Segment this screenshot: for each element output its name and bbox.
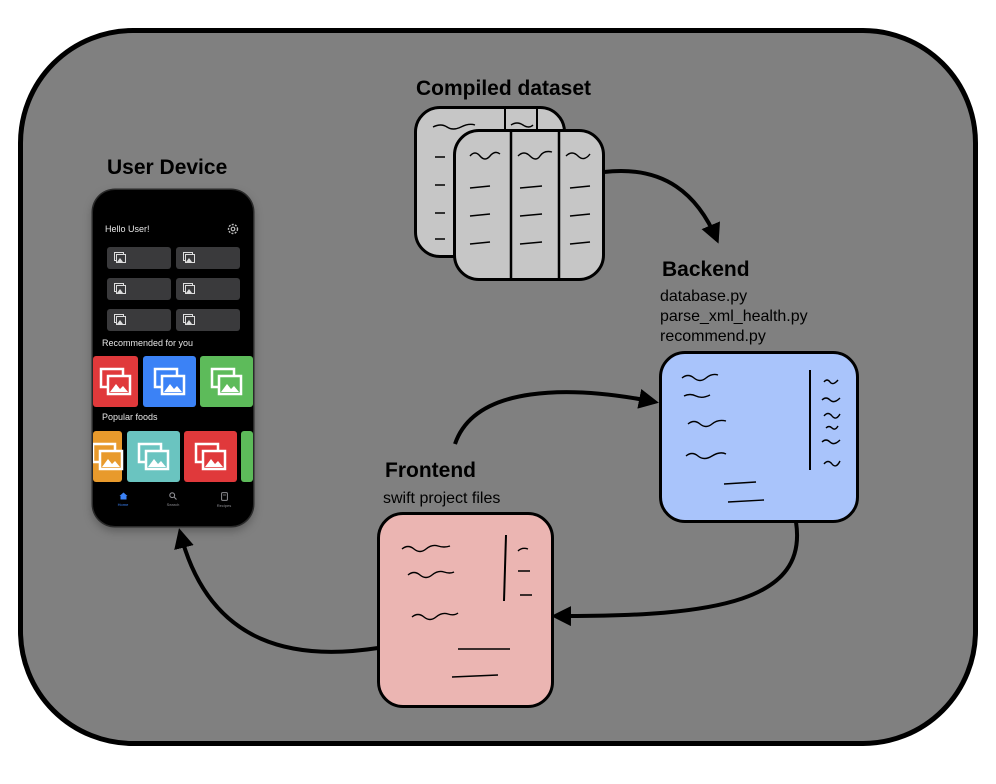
photo-icon bbox=[183, 314, 195, 325]
arrow-dataset-to-backend bbox=[603, 169, 720, 244]
photo-icon bbox=[93, 442, 123, 470]
tab-search-label: Search bbox=[166, 502, 180, 507]
gear-icon[interactable] bbox=[226, 222, 240, 236]
tab-home-label: Home bbox=[117, 502, 129, 507]
arrow-backend-to-frontend bbox=[551, 521, 800, 627]
backend-file-recommend: recommend.py bbox=[660, 328, 766, 345]
favorite-tile[interactable] bbox=[176, 278, 240, 300]
photo-icon bbox=[114, 252, 126, 263]
section-popular-title: Popular foods bbox=[102, 412, 158, 422]
recommended-card[interactable] bbox=[200, 356, 253, 407]
favorite-tile[interactable] bbox=[107, 309, 171, 331]
photo-icon bbox=[153, 367, 185, 395]
recommended-card[interactable] bbox=[143, 356, 196, 407]
favorite-tile[interactable] bbox=[107, 247, 171, 269]
photo-icon bbox=[194, 442, 226, 470]
tab-recipes[interactable]: Recipes bbox=[204, 492, 244, 508]
photo-icon bbox=[183, 283, 195, 294]
favorite-tile[interactable] bbox=[176, 309, 240, 331]
popular-card[interactable] bbox=[93, 431, 123, 482]
tab-home[interactable]: Home bbox=[103, 492, 143, 507]
arrow-frontend-to-backend bbox=[453, 389, 659, 445]
search-icon bbox=[169, 492, 177, 500]
tab-recipes-label: Recipes bbox=[216, 503, 232, 508]
user-device-phone: Hello User! Recommended for you Popular … bbox=[93, 190, 253, 526]
photo-icon bbox=[183, 252, 195, 263]
section-recommended-title: Recommended for you bbox=[102, 338, 194, 348]
photo-icon bbox=[114, 314, 126, 325]
favorite-tile[interactable] bbox=[107, 278, 171, 300]
dataset-sheet-front bbox=[453, 129, 605, 281]
compiled-dataset-title: Compiled dataset bbox=[416, 77, 592, 100]
backend-card bbox=[659, 351, 859, 523]
photo-icon bbox=[210, 367, 242, 395]
frontend-title: Frontend bbox=[385, 459, 476, 482]
photo-icon bbox=[99, 367, 131, 395]
house-icon bbox=[119, 492, 127, 500]
backend-title: Backend bbox=[662, 258, 750, 281]
arrow-frontend-to-device bbox=[174, 528, 379, 654]
book-icon bbox=[220, 492, 228, 501]
greeting-text: Hello User! bbox=[105, 224, 150, 234]
recommended-card[interactable] bbox=[93, 356, 138, 407]
popular-card[interactable] bbox=[127, 431, 180, 482]
tab-search[interactable]: Search bbox=[153, 492, 193, 507]
user-device-title: User Device bbox=[107, 156, 228, 179]
popular-card[interactable] bbox=[184, 431, 237, 482]
photo-icon bbox=[137, 442, 169, 470]
frontend-card bbox=[377, 512, 554, 708]
photo-icon bbox=[114, 283, 126, 294]
backend-file-parse-xml: parse_xml_health.py bbox=[660, 308, 808, 325]
favorite-tile[interactable] bbox=[176, 247, 240, 269]
frontend-files-label: swift project files bbox=[383, 490, 501, 507]
popular-card[interactable] bbox=[241, 431, 253, 482]
backend-file-database: database.py bbox=[660, 288, 748, 305]
